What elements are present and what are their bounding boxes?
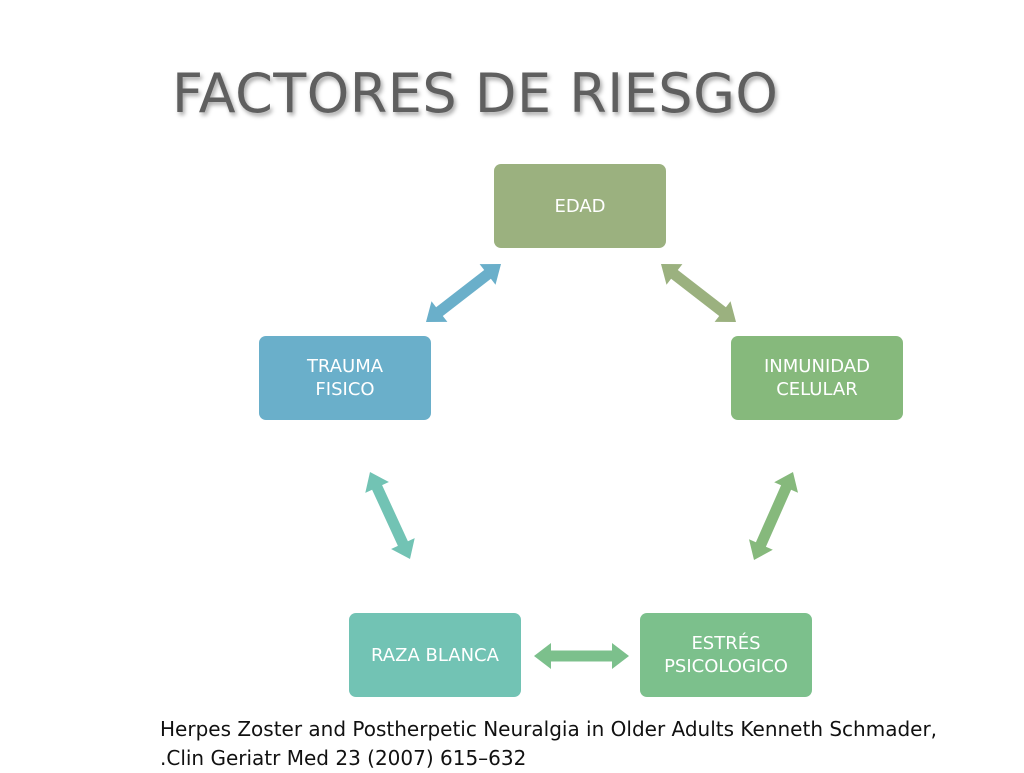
arrow-trauma-edad [426, 264, 501, 322]
citation-line-1: Herpes Zoster and Postherpetic Neuralgia… [160, 717, 938, 741]
arrow-raza-trauma [365, 472, 415, 559]
citation: Herpes Zoster and Postherpetic Neuralgia… [160, 715, 1000, 773]
arrow-edad-inmunidad [661, 264, 736, 322]
node-trauma-fisico: TRAUMA FISICO [259, 336, 431, 420]
node-inmunidad-celular-label: INMUNIDAD CELULAR [764, 356, 870, 400]
node-raza-blanca-label: RAZA BLANCA [371, 644, 499, 666]
node-inmunidad-celular: INMUNIDAD CELULAR [731, 336, 903, 420]
arrow-estres-raza [534, 643, 629, 669]
node-edad-label: EDAD [554, 195, 606, 217]
node-estres-psicologico: ESTRÉS PSICOLOGICO [640, 613, 812, 697]
node-raza-blanca: RAZA BLANCA [349, 613, 521, 697]
node-edad: EDAD [494, 164, 666, 248]
slide-title: FACTORES DE RIESGO [172, 62, 779, 125]
arrow-inmunidad-estres [749, 472, 798, 560]
citation-line-2: .Clin Geriatr Med 23 (2007) 615–632 [160, 746, 527, 770]
node-estres-psicologico-label: ESTRÉS PSICOLOGICO [664, 633, 788, 677]
node-trauma-fisico-label: TRAUMA FISICO [306, 356, 384, 400]
